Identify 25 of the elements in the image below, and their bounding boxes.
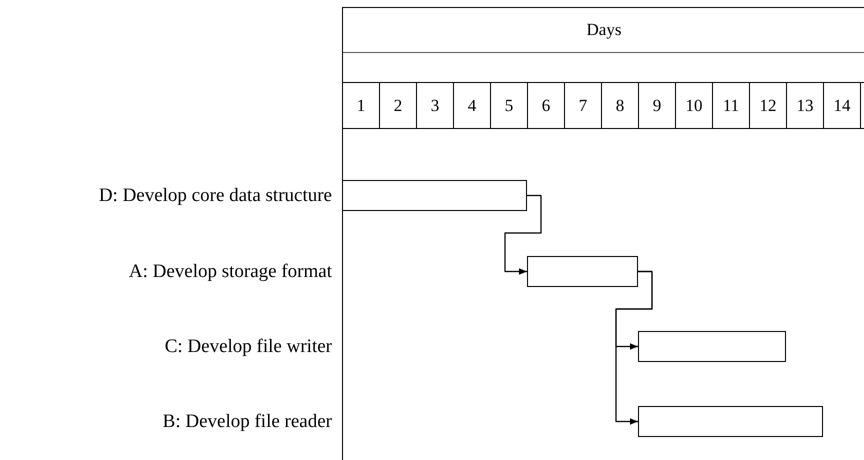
axis-title: Days [586, 20, 622, 40]
task-bar [527, 256, 638, 287]
task-label: A: Develop storage format [128, 260, 332, 284]
task-label: C: Develop file writer [164, 334, 332, 358]
task-label: B: Develop file reader [162, 410, 332, 434]
day-cell: 4 [454, 83, 491, 128]
day-cell: 12 [750, 83, 787, 128]
day-cell: 11 [713, 83, 750, 128]
day-cell: 8 [602, 83, 639, 128]
day-cell: 13 [787, 83, 824, 128]
dependency-arrow [504, 194, 542, 275]
task-label: D: Develop core data structure [98, 184, 332, 208]
day-cell: 6 [528, 83, 565, 128]
day-cell: 9 [639, 83, 676, 128]
day-cell: 14 [824, 83, 861, 128]
task-bar [638, 331, 786, 362]
day-cell: 1 [343, 83, 380, 128]
day-cell: 5 [491, 83, 528, 128]
day-cell: 3 [417, 83, 454, 128]
dependency-arrow [615, 270, 653, 425]
day-cell: 7 [565, 83, 602, 128]
task-bar [638, 406, 823, 437]
task-bar [342, 180, 527, 211]
day-cell: 2 [380, 83, 417, 128]
day-cell: 10 [676, 83, 713, 128]
